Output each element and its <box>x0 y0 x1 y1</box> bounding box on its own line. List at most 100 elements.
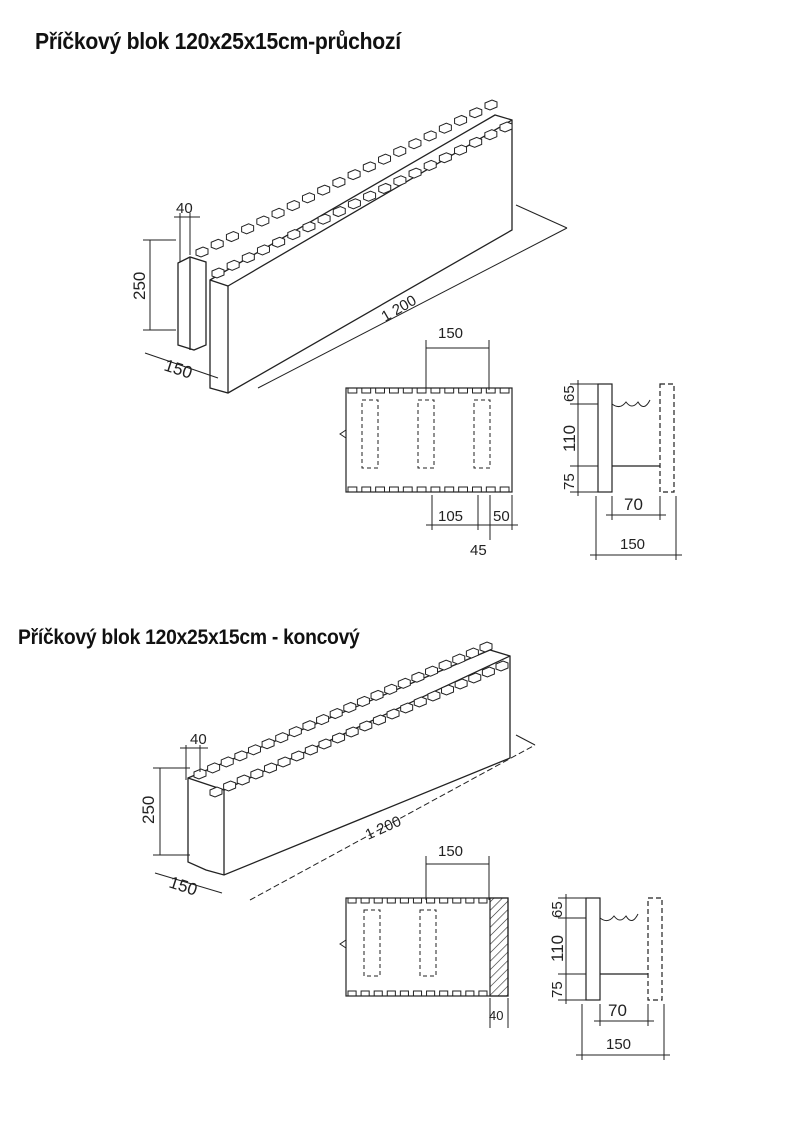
tooth <box>318 738 332 750</box>
plan-tooth <box>444 388 455 394</box>
tooth <box>465 647 479 659</box>
tooth <box>271 207 285 219</box>
plan-tooth <box>439 898 449 904</box>
tooth <box>423 159 437 171</box>
tooth <box>210 238 224 250</box>
tooth <box>408 138 422 150</box>
tooth <box>317 213 331 225</box>
dim-65: 65 <box>549 901 566 918</box>
dim-end: 40 <box>489 1008 503 1023</box>
plan-tooth <box>386 898 396 904</box>
plan-tooth <box>360 898 370 904</box>
plan-tooth <box>485 388 496 394</box>
plan-tooth <box>399 990 409 996</box>
tooth <box>356 695 370 707</box>
dim-depth: 150 <box>162 356 195 383</box>
plan-tooth <box>373 898 383 904</box>
plan-tooth <box>402 388 413 394</box>
plan-tooth <box>412 990 423 996</box>
plan-tooth <box>347 898 357 904</box>
tooth <box>261 738 275 750</box>
tooth <box>301 192 315 204</box>
tooth <box>452 653 466 665</box>
plan-tooth <box>361 388 372 394</box>
iso-drawing-end <box>153 641 536 901</box>
tooth <box>288 726 302 738</box>
plan-tooth <box>465 990 475 996</box>
tooth <box>286 200 300 212</box>
plan-tooth <box>499 388 510 394</box>
tooth <box>250 768 264 780</box>
plan-tooth <box>373 990 383 996</box>
plan-tooth <box>386 990 396 996</box>
title-block-through: Příčkový blok 120x25x15cm-průchozí <box>35 28 401 54</box>
tooth <box>397 677 411 689</box>
dim-width: 40 <box>176 200 193 217</box>
tooth <box>277 756 291 768</box>
tooth <box>209 786 223 798</box>
plan-tooth <box>472 486 482 492</box>
tooth <box>332 732 346 744</box>
tooth <box>438 659 452 671</box>
tooth <box>481 666 495 678</box>
tooth <box>384 683 398 695</box>
tooth <box>425 665 439 677</box>
iso-drawing-through <box>143 99 568 394</box>
tooth <box>256 215 270 227</box>
tooth <box>469 107 483 119</box>
dim-total: 150 <box>606 1036 631 1053</box>
dim-height: 250 <box>139 796 158 824</box>
tooth <box>291 750 305 762</box>
tooth <box>408 167 422 179</box>
tooth <box>479 641 493 653</box>
tooth <box>378 153 392 165</box>
plan-tooth <box>375 388 385 394</box>
tooth <box>386 708 400 720</box>
section-view-end <box>558 894 670 1060</box>
plan-view-through <box>339 340 518 540</box>
dim-spacing: 150 <box>438 325 463 342</box>
tooth <box>329 707 343 720</box>
tooth <box>370 689 384 701</box>
tooth <box>304 744 318 756</box>
tooth <box>287 229 301 241</box>
plan-teeth <box>347 388 510 492</box>
plan-tooth <box>361 486 372 492</box>
tooth <box>343 701 357 714</box>
tooth <box>393 175 407 187</box>
tooth <box>302 720 316 732</box>
tooth <box>454 114 468 127</box>
plan-tooth <box>426 990 436 996</box>
plan-tooth <box>389 486 399 492</box>
tooth <box>469 136 483 148</box>
tooth <box>211 267 225 279</box>
dim-inner: 70 <box>624 495 643 514</box>
tooth <box>332 205 346 218</box>
plan-tooth <box>416 388 427 394</box>
dim-65: 65 <box>561 385 578 402</box>
plan-tooth <box>452 990 462 996</box>
plan-tooth <box>472 388 482 394</box>
dim-50: 50 <box>493 508 510 525</box>
tooth <box>495 660 509 672</box>
teeth-row <box>211 121 513 279</box>
plan-tooth <box>430 388 441 394</box>
tooth <box>256 244 270 256</box>
dim-75: 75 <box>561 473 578 490</box>
dim-105: 105 <box>438 508 463 525</box>
tooth <box>362 161 376 173</box>
tooth <box>332 176 346 188</box>
plan-tooth <box>347 486 358 492</box>
plan-tooth <box>347 388 358 394</box>
tooth <box>378 182 392 195</box>
dim-45: 45 <box>470 542 487 559</box>
tooth <box>317 184 331 196</box>
tooth <box>247 744 261 756</box>
section-view-through <box>570 380 682 560</box>
plan-tooth <box>465 898 475 904</box>
tooth <box>263 762 277 774</box>
plan-tooth <box>360 990 370 996</box>
plan-tooth <box>478 990 488 996</box>
plan-tooth <box>452 898 462 904</box>
tooth <box>241 252 255 264</box>
